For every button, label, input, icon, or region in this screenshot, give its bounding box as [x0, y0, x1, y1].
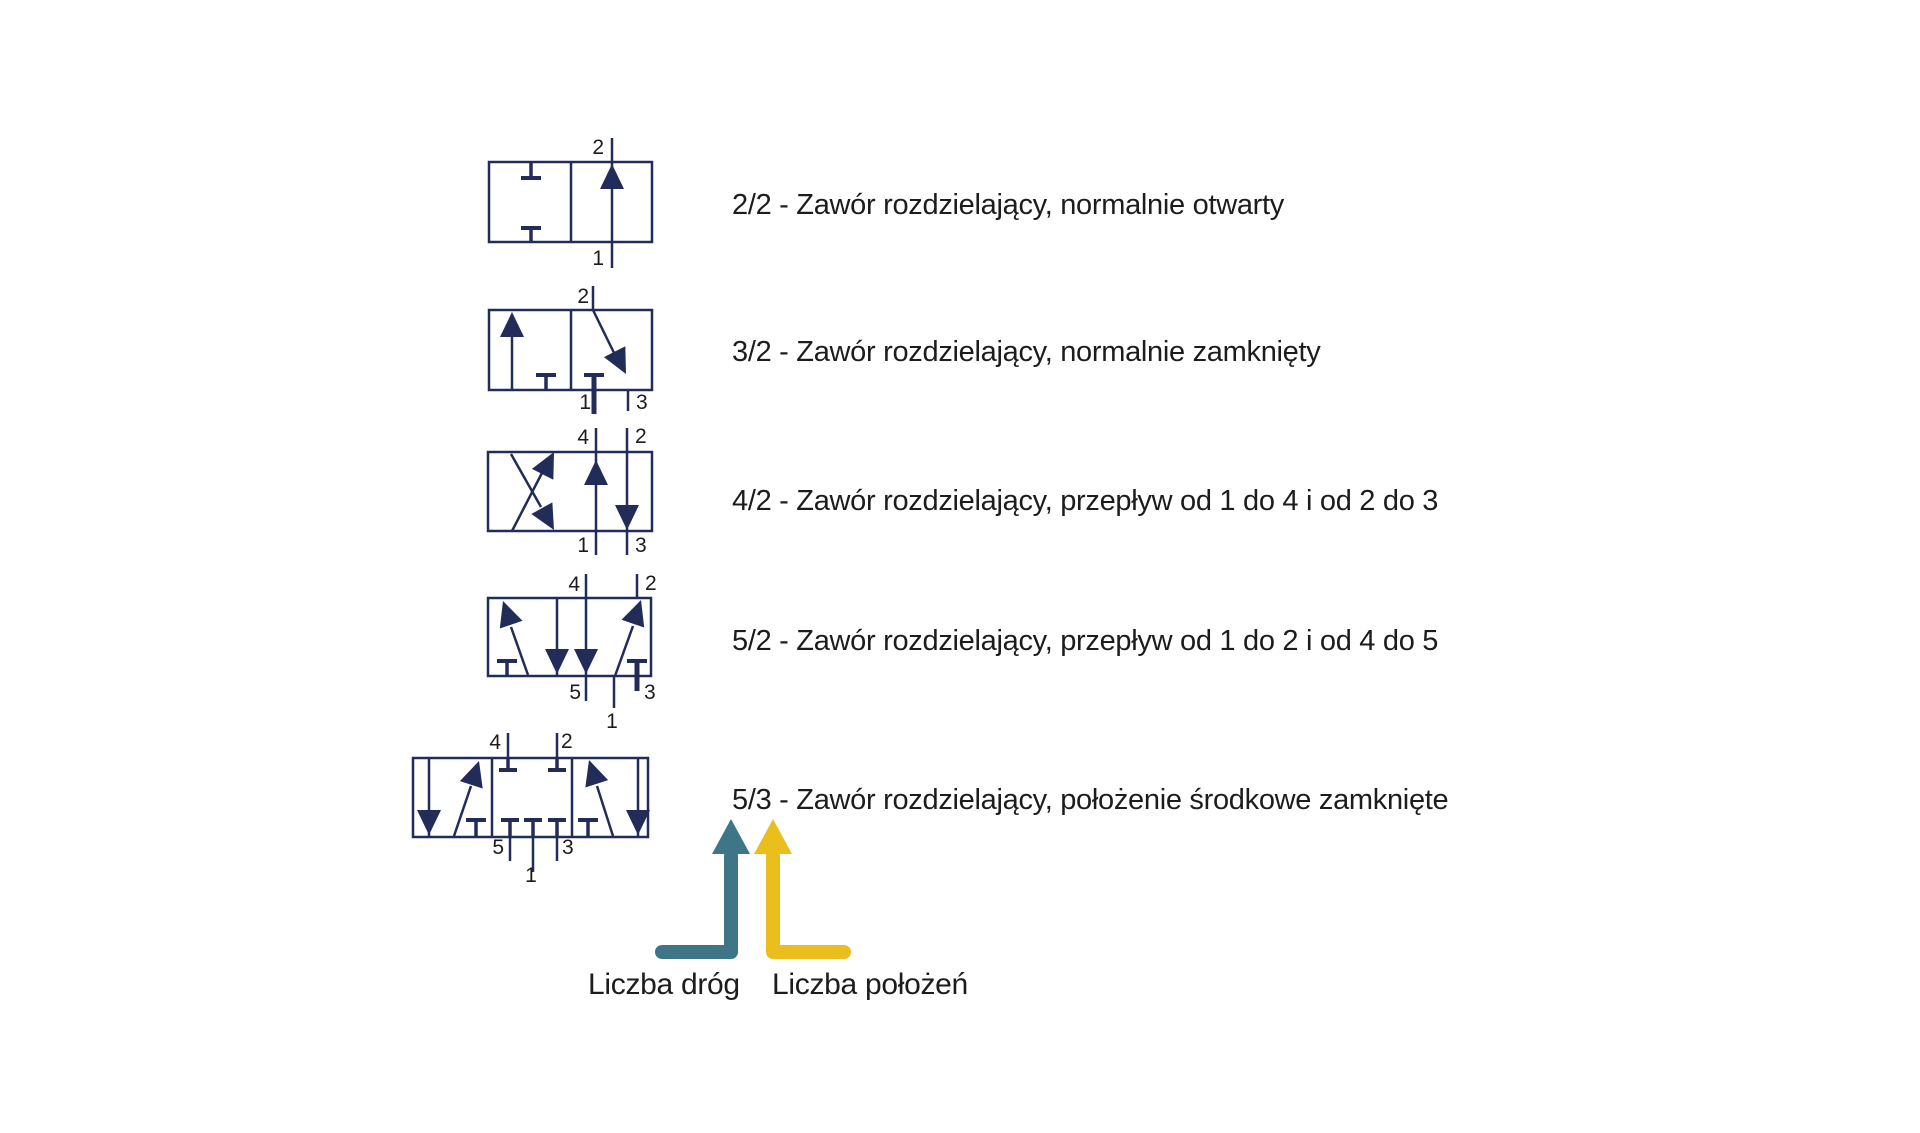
- port-label: 1: [592, 247, 604, 270]
- flow-path: [613, 625, 635, 677]
- positions-arrow-shaft: [766, 849, 851, 959]
- flow-arrowhead: [500, 312, 524, 337]
- port-label: 4: [489, 731, 501, 754]
- valve-description-5-2: 5/2 - Zawór rozdzielający, przepływ od 1…: [732, 625, 1439, 657]
- port-label: 2: [592, 136, 604, 159]
- flow-arrowhead: [545, 649, 569, 674]
- port-label: 4: [577, 426, 589, 449]
- positions-arrowhead: [754, 819, 792, 854]
- valve-symbol-2-2: 2 1: [487, 136, 654, 270]
- port-label: 2: [645, 572, 657, 595]
- flow-arrowhead: [574, 649, 598, 674]
- port-label: 3: [562, 836, 574, 859]
- valve-description-3-2: 3/2 - Zawór rozdzielający, normalnie zam…: [732, 336, 1321, 368]
- port-label: 2: [561, 730, 573, 753]
- port-label: 3: [636, 391, 648, 414]
- flow-arrowhead: [600, 164, 624, 189]
- port-label: 1: [525, 864, 537, 887]
- valve-body: [486, 450, 654, 533]
- valve-description-4-2: 4/2 - Zawór rozdzielający, przepływ od 1…: [732, 485, 1439, 517]
- flow-arrowhead: [499, 601, 523, 629]
- flow-arrowhead: [621, 600, 645, 628]
- port-label: 4: [568, 573, 580, 596]
- port-label: 2: [635, 425, 647, 448]
- port-label: 5: [569, 681, 581, 704]
- flow-path: [509, 626, 530, 676]
- port-label: 1: [577, 534, 589, 557]
- flow-path: [509, 453, 543, 508]
- flow-path: [510, 470, 545, 532]
- port-label: 3: [635, 534, 647, 557]
- ways-legend-label: Liczba dróg: [588, 968, 740, 1001]
- port-label: 1: [579, 391, 591, 414]
- flow-arrowhead: [603, 346, 626, 374]
- valve-body: [411, 756, 650, 839]
- port-label: 3: [644, 681, 656, 704]
- valve-symbol-3-2: 2 1 3: [487, 285, 654, 414]
- ways-arrow-shaft: [655, 849, 738, 959]
- flow-arrowhead: [615, 505, 639, 530]
- ways-arrow-icon: [655, 819, 750, 959]
- flow-arrowhead: [531, 502, 554, 530]
- flow-arrowhead: [626, 810, 650, 835]
- valve-description-2-2: 2/2 - Zawór rozdzielający, normalnie otw…: [732, 189, 1284, 221]
- valve-symbol-4-2: 4 2 1 3: [486, 425, 654, 557]
- valve-description-5-3: 5/3 - Zawór rozdzielający, położenie śro…: [732, 784, 1449, 816]
- flow-arrowhead: [459, 761, 483, 789]
- valve-body: [486, 596, 653, 678]
- flow-arrowhead: [584, 460, 608, 485]
- port-label: 1: [606, 710, 618, 733]
- flow-arrowhead: [531, 452, 554, 480]
- port-label: 2: [577, 285, 589, 308]
- port-label: 5: [492, 836, 504, 859]
- flow-arrowhead: [585, 760, 609, 788]
- positions-arrow-icon: [754, 819, 851, 959]
- ways-arrowhead: [712, 819, 750, 854]
- valve-symbol-5-3: 4 2 5 1 3: [411, 730, 650, 887]
- valve-symbol-5-2: 4 2 5 1 3: [486, 572, 657, 733]
- flow-arrowhead: [417, 810, 441, 835]
- positions-legend-label: Liczba położeń: [772, 968, 968, 1001]
- flow-path: [595, 785, 615, 837]
- flow-path: [452, 785, 473, 837]
